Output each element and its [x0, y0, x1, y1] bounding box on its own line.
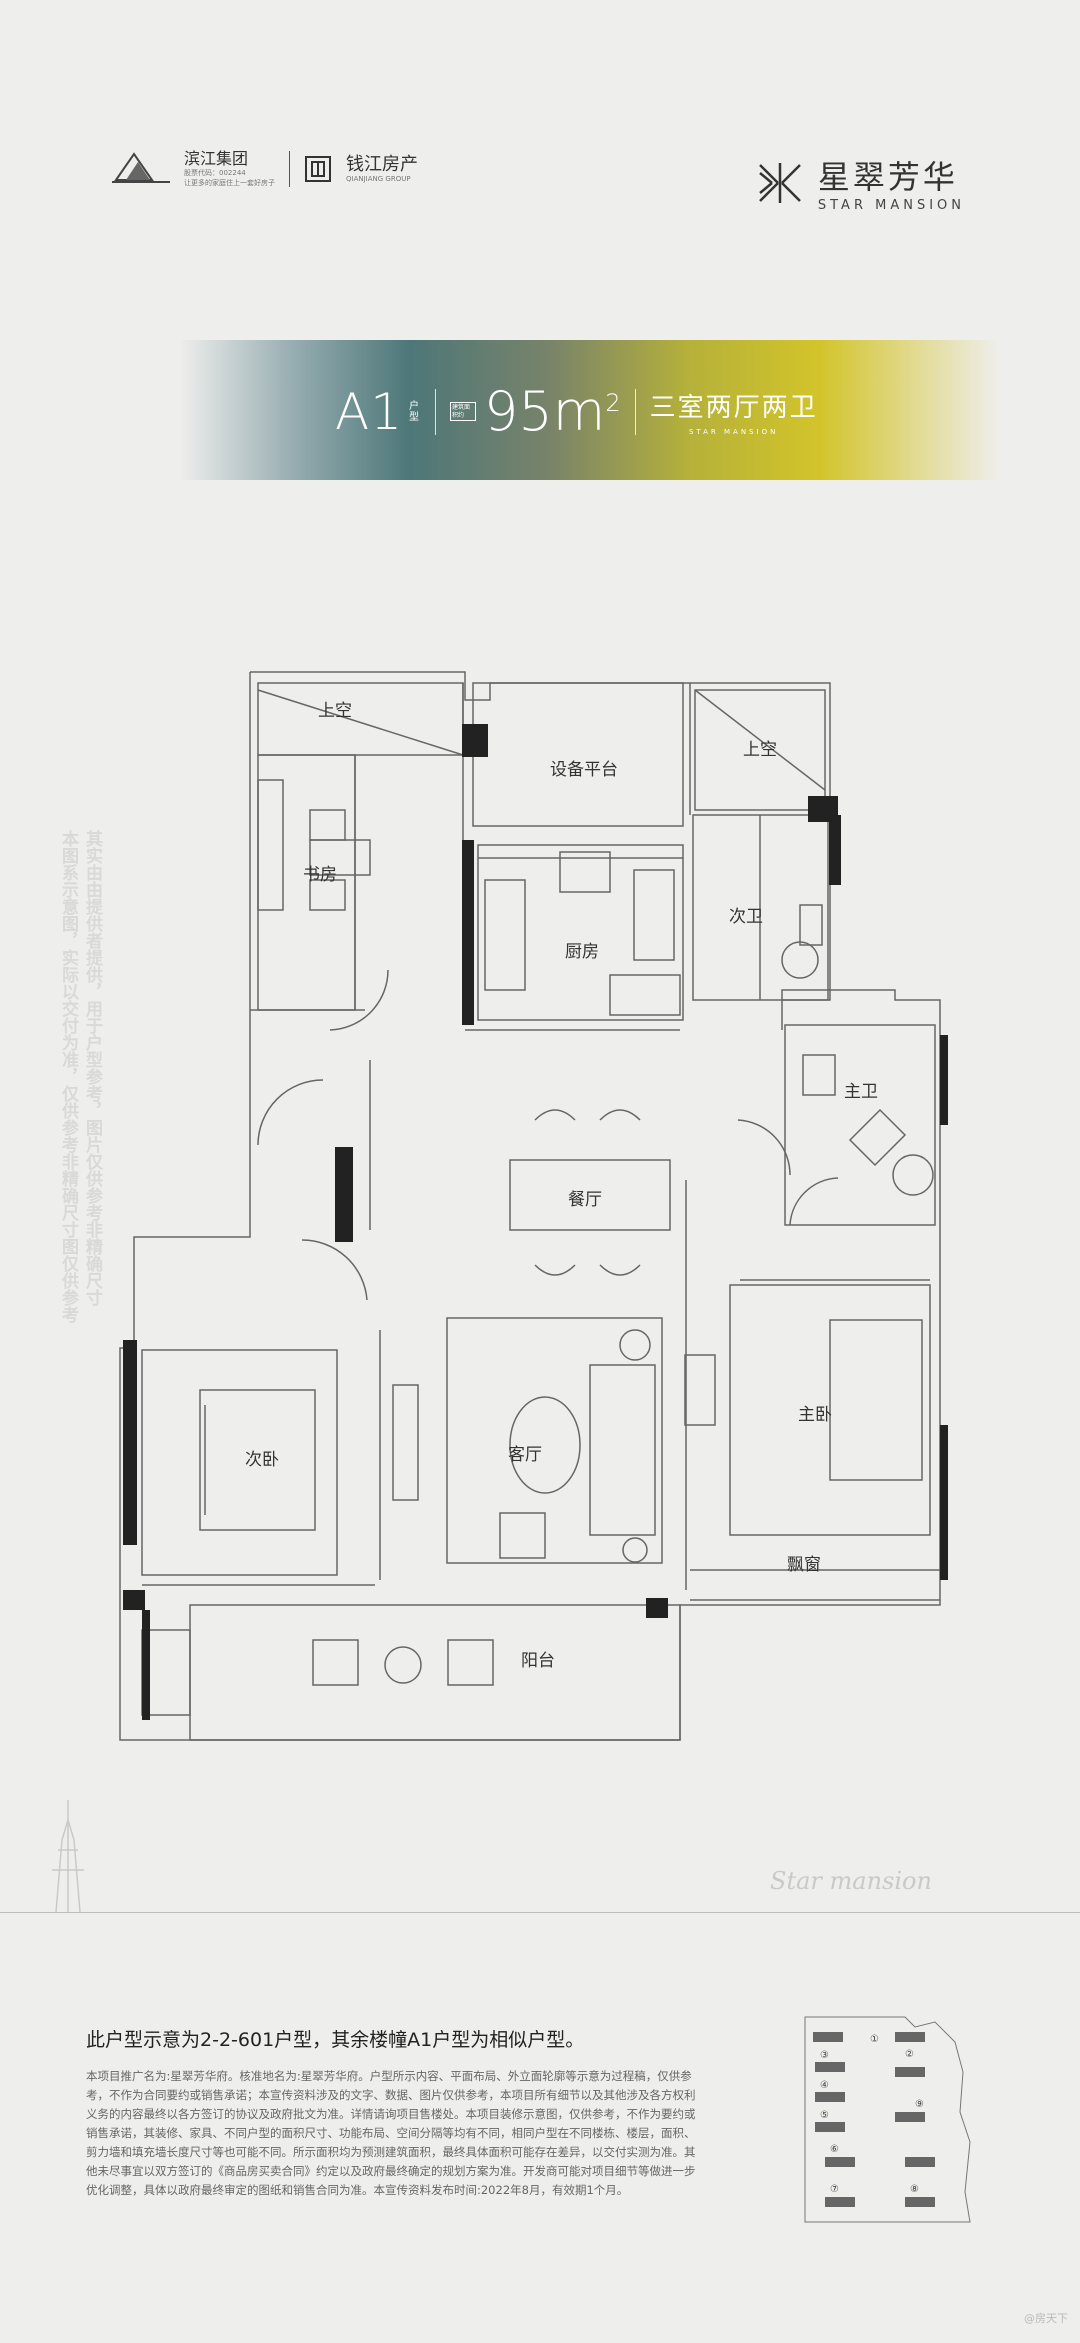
- note-body: 本项目推广名为:星翠芳华府。核准地名为:星翠芳华府。户型所示内容、平面布局、外立…: [86, 2069, 696, 2197]
- keymap-label-7: ⑦: [830, 2184, 839, 2195]
- brand-name-cn: 星翠芳华: [817, 158, 958, 196]
- label-second-bed: 次卧: [245, 1450, 279, 1470]
- label-study: 书房: [303, 865, 337, 885]
- label-shangkong-right: 上空: [743, 740, 777, 760]
- label-second-bath: 次卫: [729, 907, 763, 927]
- qianjiang-logo-icon: [305, 156, 331, 182]
- unit-area: 95m2: [484, 380, 621, 443]
- label-bay-window: 飘窗: [787, 1555, 821, 1575]
- area-value: 95m: [484, 380, 606, 443]
- star-mansion-decor: Star mansion: [770, 1867, 932, 1895]
- unit-type-suffix: 户型: [409, 400, 420, 423]
- label-balcony: 阳台: [521, 1651, 555, 1671]
- qianjiang-name: 钱江房产: [346, 154, 418, 176]
- brand-text: 星翠芳华 STAR MANSION: [818, 152, 965, 213]
- tower-icon: [52, 1800, 84, 1912]
- binjiang-name: 滨江集团: [184, 149, 249, 169]
- binjiang-slogan: 让更多的家庭住上一套好房子: [184, 178, 275, 187]
- brand-logo: 星翠芳华 STAR MANSION: [754, 152, 965, 213]
- label-dining: 餐厅: [568, 1190, 602, 1210]
- binjiang-logo-mark: [112, 150, 170, 188]
- unit-type: A1: [335, 382, 404, 441]
- room-summary-en: STAR MANSION: [688, 428, 779, 436]
- room-labels: 上空 设备平台 上空 书房 厨房 次卫 主卫 餐厅 客厅 次卧 主卧 飘窗 阳台: [245, 701, 878, 1671]
- binjiang-logo-text: 滨江集团 股票代码：002244 让更多的家庭住上一套好房子: [184, 150, 275, 188]
- bottom-divider: [0, 1912, 1080, 1913]
- keymap-label-4: ④: [820, 2080, 829, 2091]
- brand-name-en: STAR MANSION: [817, 198, 965, 213]
- logo-divider: [289, 151, 290, 187]
- keymap-label-8: ⑧: [910, 2184, 919, 2195]
- label-shangkong-left: 上空: [318, 701, 352, 721]
- label-equipment: 设备平台: [550, 760, 618, 780]
- area-tag: 建筑面积约: [450, 401, 477, 422]
- label-master-bed: 主卧: [798, 1405, 832, 1425]
- watermark-column-1: 其实由由提供者提供，用于户型参考，图片仅供参考非精确尺寸: [82, 830, 102, 1306]
- keymap-label-9: ⑨: [915, 2099, 924, 2110]
- room-summary: 三室两厅两卫 STAR MANSION: [650, 387, 818, 436]
- qianjiang-english: QIANJIANG GROUP: [346, 174, 411, 183]
- title-separator: [435, 388, 437, 435]
- binjiang-stock: 股票代码：002244: [184, 168, 246, 177]
- building-blocks: [813, 2032, 935, 2207]
- keymap-label-2: ②: [905, 2049, 914, 2060]
- unit-title-band: [180, 340, 1000, 480]
- unit-title: A1 户型 建筑面积约 95m2 三室两厅两卫 STAR MANSION: [335, 380, 818, 443]
- keymap-label-1: ①: [870, 2034, 879, 2045]
- keymap-label-3: ③: [820, 2050, 829, 2061]
- label-master-bath: 主卫: [844, 1082, 878, 1102]
- area-unit-sup: 2: [605, 389, 621, 417]
- building-key-map: ① ② ③ ④ ⑤ ⑥ ⑦ ⑧ ⑨: [804, 2016, 971, 2223]
- keymap-label-5: ⑤: [820, 2110, 829, 2121]
- qianjiang-logo-text: 钱江房产 QIANJIANG GROUP: [346, 155, 418, 183]
- title-separator-2: [634, 388, 636, 435]
- label-kitchen: 厨房: [565, 942, 599, 962]
- note-main: 此户型示意为2-2-601户型，其余楼幢A1户型为相似户型。: [86, 2029, 585, 2051]
- label-living: 客厅: [508, 1445, 542, 1465]
- brand-star-icon: [758, 162, 801, 203]
- watermark-column-2: 本图系示意图，实际以交付为准，仅供参考非精确尺寸图仅供参考: [58, 830, 78, 1323]
- room-summary-cn: 三室两厅两卫: [649, 393, 818, 423]
- corner-watermark: @房天下: [1024, 2312, 1068, 2325]
- header-logos: 滨江集团 股票代码：002244 让更多的家庭住上一套好房子 钱江房产 QIAN…: [112, 150, 418, 188]
- keymap-label-6: ⑥: [830, 2144, 839, 2155]
